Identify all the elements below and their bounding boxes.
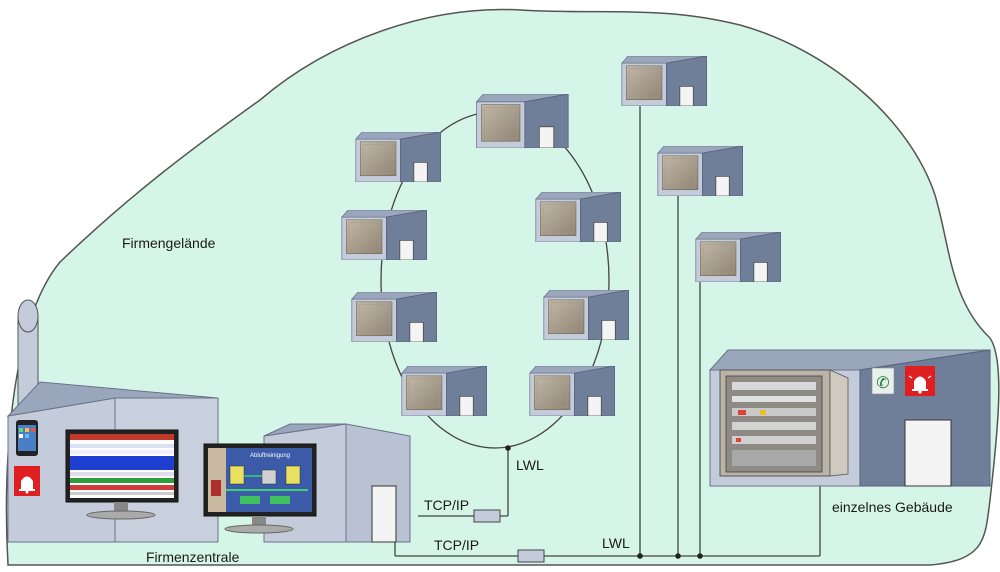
fiber-bus-label: LWL [602,535,630,551]
media-converter-lower [517,549,545,563]
ring-building-2 [355,132,442,182]
bus-building-2 [657,146,744,196]
ring-building-1 [476,94,569,148]
ring-building-6 [351,292,438,342]
alarm-bell-icon [14,466,40,496]
headquarters-building: Abluftreinigung [6,299,411,543]
single-building: ✆ [708,349,991,487]
campus-label: Firmengelände [122,235,216,251]
ring-building-3 [535,192,622,242]
scada-title: Abluftreinigung [250,453,290,459]
smartphone-icon [16,420,38,456]
bus-junctions [505,445,703,559]
ring-building-8 [529,366,616,416]
svg-text:✆: ✆ [876,375,889,392]
ring-building-7 [401,366,488,416]
fiber-ring-label: LWL [516,457,544,473]
alarm-bell-icon [905,366,935,396]
bus-building-1 [621,56,708,106]
headquarters-label: Firmenzentrale [146,549,240,565]
tcpip-lower-label: TCP/IP [434,537,479,553]
tcpip-upper-label: TCP/IP [424,497,469,513]
monitor-table-view [65,429,179,520]
ring-building-4 [341,210,428,260]
control-cabinet [719,369,849,477]
ring-building-5 [543,290,630,340]
single-building-label: einzelnes Gebäude [832,499,953,515]
bus-building-3 [695,232,782,282]
monitor-scada-view: Abluftreinigung [203,443,317,534]
fiber-bus-lines [394,104,821,557]
media-converter-upper [473,509,501,523]
phone-icon [871,367,895,395]
